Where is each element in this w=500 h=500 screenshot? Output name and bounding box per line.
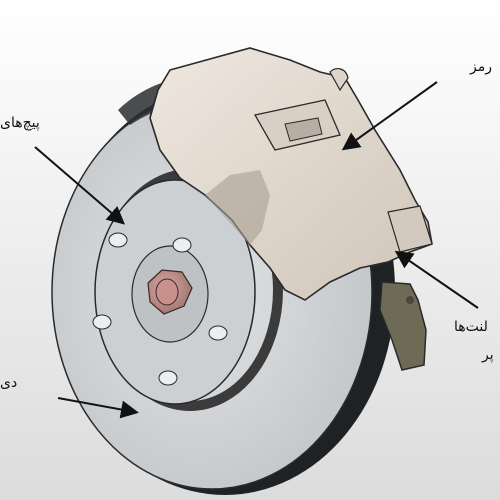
brake-caliper [149, 47, 433, 301]
caliper-window-inner [284, 117, 323, 142]
disc-arrow [57, 397, 139, 419]
nut-cap [155, 278, 179, 306]
caliper-bleed-screw [329, 68, 349, 92]
caliper-arrow [341, 81, 438, 151]
annotation-arrows [34, 81, 479, 419]
pads-arrow [394, 250, 479, 309]
lug-bolt [92, 314, 112, 330]
label-pads-line2: پر [482, 347, 494, 363]
caliper-shadow [205, 170, 270, 245]
caliper-body [149, 47, 433, 301]
lug-bolts-arrow [34, 146, 126, 225]
lug-bolts [92, 232, 228, 386]
brake-pad [379, 281, 427, 371]
label-disc: دی [0, 375, 18, 391]
caliper-mount [387, 205, 433, 253]
lug-bolt [172, 237, 192, 253]
pad-pin [406, 296, 414, 304]
pad-body [379, 281, 427, 371]
lug-bolt [158, 370, 178, 386]
label-lug-bolts: پیچ‌های [0, 115, 40, 131]
label-pads-line1: لنت‌ها [454, 319, 488, 335]
label-caliper: رمز [470, 59, 492, 75]
lug-bolt [108, 232, 128, 248]
lug-bolt [208, 325, 228, 341]
center-nut [147, 269, 193, 315]
